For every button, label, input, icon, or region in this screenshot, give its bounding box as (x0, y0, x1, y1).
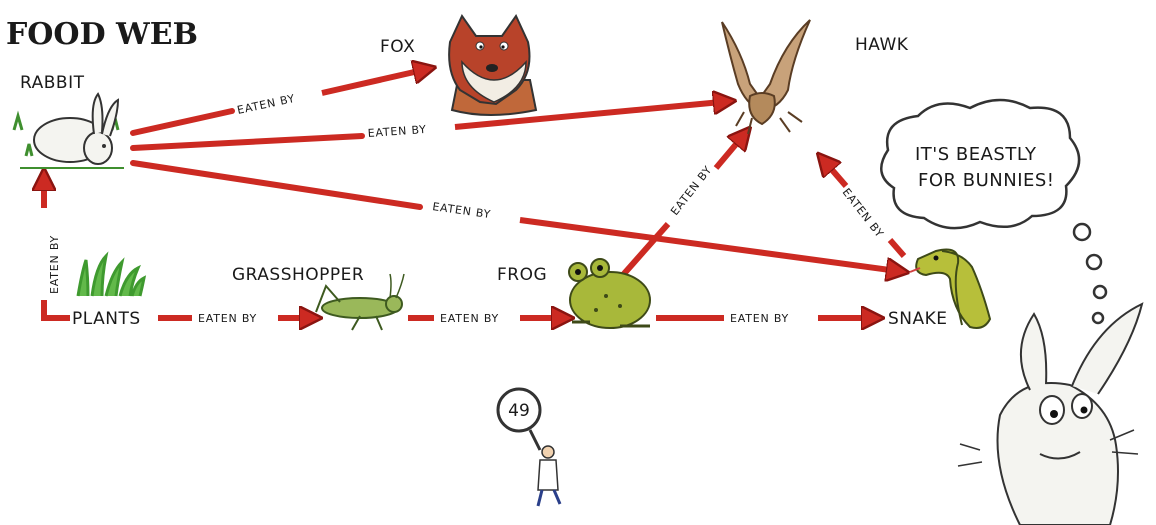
edge-label-rabbit-hawk: EATEN BY (367, 123, 427, 140)
page-title: FOOD WEB (6, 17, 198, 52)
node-label-plants: PLANTS (72, 309, 141, 329)
arrow-rabbit-hawk-head (454, 101, 732, 130)
edge-label-plants-rabbit: EATEN BY (48, 235, 61, 294)
arrow-snake-hawk-head (820, 156, 849, 188)
edge-label-frog-hawk: EATEN BY (668, 163, 715, 218)
hawk-illustration (721, 19, 811, 135)
worried-rabbit-illustration (957, 302, 1144, 525)
node-label-fox: FOX (380, 37, 415, 57)
node-label-frog: FROG (497, 265, 547, 285)
edge-label-grasshopper-frog: EATEN BY (440, 312, 499, 325)
edge-label-plants-grasshopper: EATEN BY (198, 312, 257, 325)
fox-illustration (448, 14, 538, 116)
edge-label-rabbit-snake: EATEN BY (432, 200, 492, 221)
node-label-grasshopper: GRASSHOPPER (232, 265, 364, 285)
arrow-rabbit-snake-tail (130, 160, 423, 210)
node-label-rabbit: RABBIT (20, 73, 85, 93)
edge-label-frog-snake: EATEN BY (730, 312, 789, 325)
arrow-rabbit-fox-head (321, 68, 432, 96)
arrow-snake-hawk-tail (887, 238, 907, 258)
node-label-hawk: HAWK (855, 35, 909, 55)
speech-bubble: IT'S BEASTLY FOR BUNNIES! (880, 98, 1108, 325)
edge-label-snake-hawk: EATEN BY (840, 186, 887, 241)
plants-illustration (76, 251, 147, 297)
arrow-rabbit-fox-tail (130, 108, 235, 136)
edges-layer: EATEN BY EATEN BY EATEN BY EATEN BY EATE… (44, 68, 905, 325)
node-label-snake: SNAKE (888, 309, 948, 329)
bubble-line-2: FOR BUNNIES! (918, 170, 1055, 191)
frog-illustration (568, 258, 651, 329)
arrow-frog-hawk-head (713, 130, 748, 170)
arrow-plants-rabbit-base (41, 300, 70, 321)
arrow-rabbit-hawk-tail (130, 133, 365, 151)
grasshopper-illustration (315, 273, 405, 331)
arrow-rabbit-snake-head (519, 217, 905, 272)
rabbit-illustration (12, 92, 124, 169)
arrow-frog-hawk-tail (619, 222, 671, 278)
page-number: 49 (508, 401, 530, 421)
page-number-badge: 49 (496, 387, 562, 507)
bubble-line-1: IT'S BEASTLY (915, 144, 1037, 165)
snake-illustration (909, 248, 992, 329)
edge-label-rabbit-fox: EATEN BY (236, 92, 297, 117)
